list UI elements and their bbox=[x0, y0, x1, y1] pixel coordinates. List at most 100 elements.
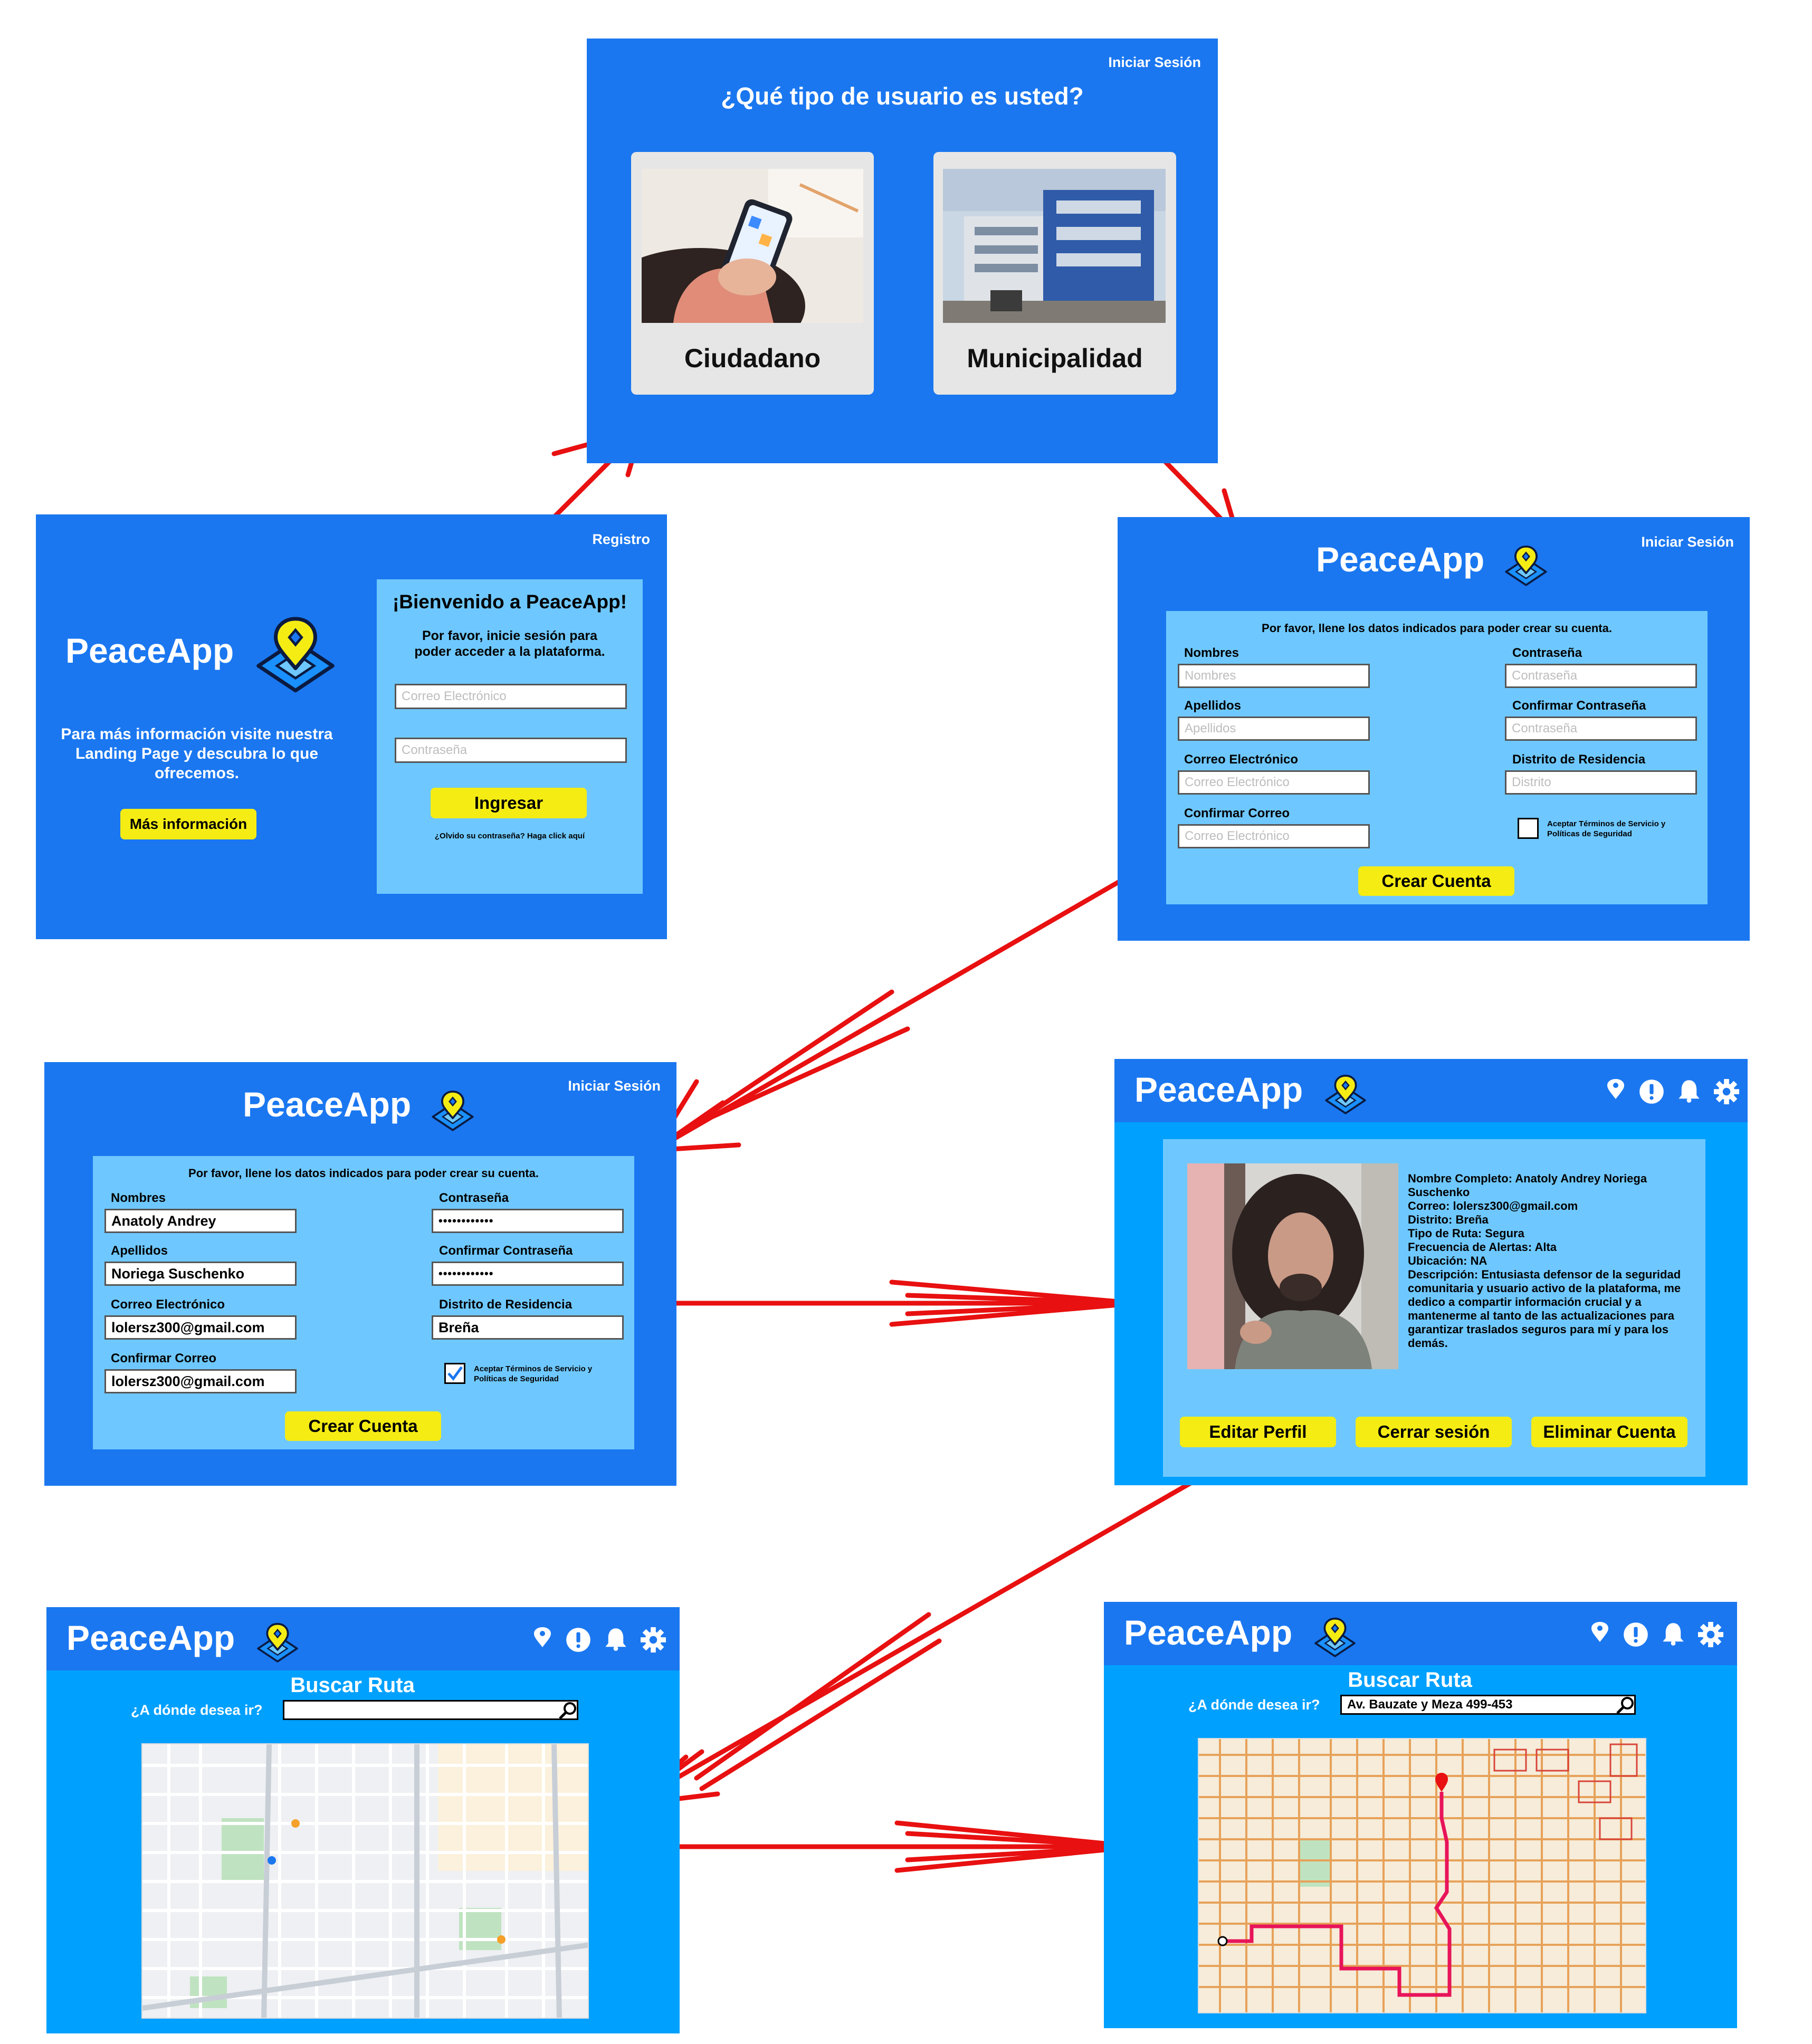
destination-question: ¿A dónde desea ir? bbox=[131, 1702, 263, 1718]
street-map bbox=[1199, 1739, 1645, 2012]
gear-icon[interactable] bbox=[641, 1627, 666, 1653]
profile-line-route-type: Tipo de Ruta: Segura bbox=[1408, 1227, 1524, 1240]
profile-line-description: Descripción: Entusiasta defensor de la s… bbox=[1408, 1268, 1681, 1350]
label-confirm-email: Confirmar Correo bbox=[1184, 806, 1290, 820]
logo-icon bbox=[1505, 546, 1547, 586]
arrow-register-to-filled bbox=[646, 873, 1132, 1153]
login-link[interactable]: Iniciar Sesión bbox=[1108, 54, 1201, 70]
user-type-screen: Iniciar Sesión ¿Qué tipo de usuario es u… bbox=[587, 39, 1218, 463]
alert-icon[interactable] bbox=[1639, 1079, 1664, 1104]
label-confirm-password: Confirmar Contraseña bbox=[439, 1244, 573, 1258]
gear-icon[interactable] bbox=[1698, 1622, 1723, 1647]
location-pin-icon[interactable] bbox=[1589, 1622, 1610, 1644]
email-input[interactable]: Correo Electrónico bbox=[395, 684, 627, 709]
register-filled-screen: Iniciar Sesión PeaceApp Por favor, llene… bbox=[44, 1062, 676, 1486]
profile-line-alert-frequency: Frecuencia de Alertas: Alta bbox=[1408, 1240, 1557, 1254]
profile-info: Nombre Completo: Anatoly Andrey Noriega … bbox=[1408, 1172, 1695, 1350]
delete-account-button[interactable]: Eliminar Cuenta bbox=[1531, 1417, 1687, 1447]
email-input[interactable]: Correo Electrónico bbox=[1178, 770, 1370, 795]
checkmark-icon bbox=[447, 1366, 463, 1381]
profile-panel: Nombre Completo: Anatoly Andrey Noriega … bbox=[1163, 1139, 1705, 1477]
brand-title: PeaceApp bbox=[1316, 540, 1485, 579]
municipality-card[interactable]: Municipalidad bbox=[933, 152, 1176, 395]
location-pin-icon[interactable] bbox=[1605, 1079, 1626, 1101]
profile-line-name: Nombre Completo: Anatoly Andrey Noriega … bbox=[1408, 1172, 1647, 1199]
search-icon[interactable] bbox=[558, 1701, 577, 1720]
map-view[interactable] bbox=[141, 1743, 589, 2019]
arrow-filled-to-profile bbox=[657, 1279, 1140, 1327]
alert-icon[interactable] bbox=[1623, 1622, 1648, 1647]
forgot-password-link[interactable]: ¿Olvido su contraseña? Haga click aquí bbox=[434, 832, 585, 840]
route-title: Buscar Ruta bbox=[1348, 1668, 1472, 1692]
confirm-password-input[interactable]: Contraseña bbox=[1505, 717, 1697, 741]
destination-input[interactable]: Av. Bauzate y Meza 499-453 bbox=[1340, 1695, 1636, 1715]
profile-photo bbox=[1187, 1163, 1398, 1369]
municipality-label: Municipalidad bbox=[967, 343, 1143, 373]
create-account-button[interactable]: Crear Cuenta bbox=[1358, 866, 1514, 896]
label-email: Correo Electrónico bbox=[1184, 752, 1299, 767]
surnames-input[interactable]: Noriega Suschenko bbox=[104, 1262, 297, 1286]
names-input[interactable]: Anatoly Andrey bbox=[104, 1209, 297, 1233]
brand-title: PeaceApp bbox=[1124, 1613, 1293, 1652]
label-password: Contraseña bbox=[1512, 646, 1582, 660]
logo-icon bbox=[1325, 1074, 1366, 1114]
login-panel: ¡Bienvenido a PeaceApp! Por favor, inici… bbox=[377, 579, 643, 894]
bell-icon[interactable] bbox=[1661, 1622, 1685, 1646]
destination-question: ¿A dónde desea ir? bbox=[1188, 1697, 1320, 1713]
confirm-email-input[interactable]: Correo Electrónico bbox=[1178, 824, 1370, 848]
confirm-password-input[interactable]: •••••••••••• bbox=[432, 1262, 624, 1286]
login-screen: Registro PeaceApp Para más información v… bbox=[36, 514, 667, 939]
profile-screen: PeaceApp Nombre Completo: Anatoly Andrey… bbox=[1114, 1059, 1748, 1485]
profile-line-email: Correo: lolersz300@gmail.com bbox=[1408, 1199, 1578, 1212]
more-info-button[interactable]: Más información bbox=[120, 809, 256, 839]
route-empty-screen: PeaceApp Buscar Ruta ¿A dónde desea ir? bbox=[46, 1607, 680, 2033]
profile-line-district: Distrito: Breña bbox=[1408, 1213, 1489, 1226]
bell-icon[interactable] bbox=[1677, 1079, 1701, 1103]
gear-icon[interactable] bbox=[1714, 1079, 1739, 1104]
user-type-title: ¿Qué tipo de usuario es usted? bbox=[721, 82, 1084, 110]
logout-button[interactable]: Cerrar sesión bbox=[1356, 1417, 1512, 1447]
instructions: Por favor, llene los datos indicados par… bbox=[1262, 622, 1612, 635]
brand-title: PeaceApp bbox=[66, 1618, 235, 1657]
label-password: Contraseña bbox=[439, 1191, 509, 1205]
terms-checkbox[interactable] bbox=[444, 1363, 465, 1384]
label-district: Distrito de Residencia bbox=[439, 1297, 573, 1312]
destination-input[interactable] bbox=[283, 1700, 578, 1720]
info-text: Para más información visite nuestra Land… bbox=[61, 725, 333, 782]
register-panel: Por favor, llene los datos indicados par… bbox=[1166, 611, 1708, 904]
label-district: Distrito de Residencia bbox=[1512, 752, 1646, 767]
email-input[interactable]: lolersz300@gmail.com bbox=[104, 1315, 297, 1340]
login-link[interactable]: Iniciar Sesión bbox=[1641, 534, 1734, 550]
welcome-title: ¡Bienvenido a PeaceApp! bbox=[392, 591, 627, 613]
district-input[interactable]: Breña bbox=[432, 1315, 624, 1340]
terms-checkbox[interactable] bbox=[1518, 818, 1539, 839]
district-input[interactable]: Distrito bbox=[1505, 770, 1697, 795]
login-button[interactable]: Ingresar bbox=[431, 788, 587, 818]
logo-icon bbox=[252, 610, 339, 700]
label-surnames: Apellidos bbox=[111, 1244, 168, 1258]
password-input[interactable]: Contraseña bbox=[395, 738, 627, 763]
alert-icon[interactable] bbox=[566, 1627, 591, 1653]
citizen-card[interactable]: Ciudadano bbox=[631, 152, 874, 395]
password-input[interactable]: Contraseña bbox=[1505, 664, 1697, 688]
terms-label: Aceptar Términos de Servicio y Políticas… bbox=[474, 1364, 593, 1383]
citizen-label: Ciudadano bbox=[684, 343, 821, 373]
citizen-photo bbox=[642, 169, 863, 323]
route-line bbox=[1223, 1792, 1452, 1997]
names-input[interactable]: Nombres bbox=[1178, 664, 1370, 688]
confirm-email-input[interactable]: lolersz300@gmail.com bbox=[104, 1369, 297, 1393]
password-input[interactable]: •••••••••••• bbox=[432, 1209, 624, 1233]
surnames-input[interactable]: Apellidos bbox=[1178, 717, 1370, 741]
create-account-button[interactable]: Crear Cuenta bbox=[285, 1411, 441, 1441]
bell-icon[interactable] bbox=[604, 1627, 628, 1651]
nav-icons bbox=[1589, 1622, 1723, 1647]
search-icon[interactable] bbox=[1616, 1696, 1635, 1715]
edit-profile-button[interactable]: Editar Perfil bbox=[1180, 1417, 1336, 1447]
map-view[interactable] bbox=[1198, 1738, 1646, 2013]
logo-icon bbox=[1314, 1617, 1356, 1657]
label-names: Nombres bbox=[1184, 646, 1239, 660]
login-link[interactable]: Iniciar Sesión bbox=[568, 1078, 661, 1094]
register-link[interactable]: Registro bbox=[592, 531, 650, 547]
label-email: Correo Electrónico bbox=[111, 1297, 225, 1312]
location-pin-icon[interactable] bbox=[532, 1627, 553, 1649]
